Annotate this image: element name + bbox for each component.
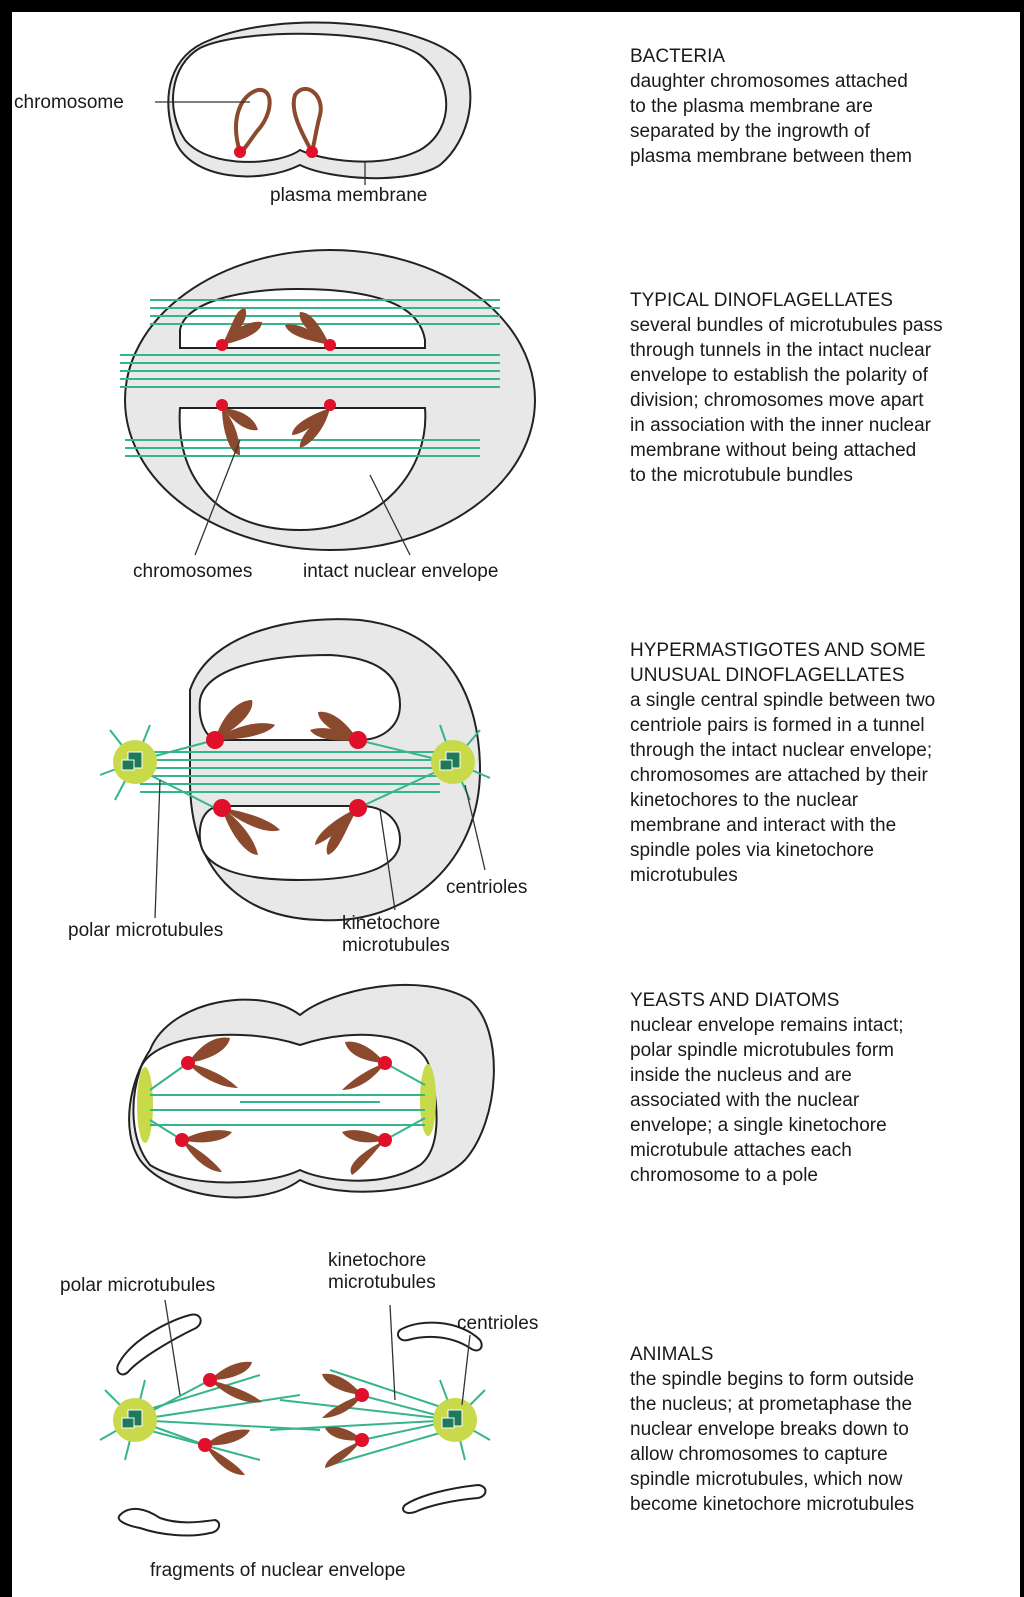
desc-hypermastigotes: HYPERMASTIGOTES AND SOME UNUSUAL DINOFLA… bbox=[630, 638, 1020, 888]
label-centrioles-1: centrioles bbox=[446, 877, 527, 899]
dinoflagellate-cell bbox=[120, 250, 535, 555]
hypermastigote-cell bbox=[100, 619, 490, 920]
desc-body: a single central spindle between two cen… bbox=[630, 688, 1020, 888]
animal-cell bbox=[100, 1300, 490, 1535]
yeast-diatom-cell bbox=[129, 985, 494, 1198]
label-kinetochore-microtubules-1: kinetochore microtubules bbox=[342, 913, 450, 957]
label-chromosomes: chromosomes bbox=[133, 561, 252, 583]
label-plasma-membrane: plasma membrane bbox=[270, 185, 427, 207]
label-polar-microtubules-2: polar microtubules bbox=[60, 1275, 215, 1297]
desc-animals: ANIMALS the spindle begins to form outsi… bbox=[630, 1342, 1020, 1517]
desc-title: ANIMALS bbox=[630, 1342, 1020, 1367]
desc-title: TYPICAL DINOFLAGELLATES bbox=[630, 288, 1020, 313]
desc-title: YEASTS AND DIATOMS bbox=[630, 988, 1020, 1013]
desc-body: daughter chromosomes attached to the pla… bbox=[630, 69, 1020, 169]
label-centrioles-2: centrioles bbox=[457, 1313, 538, 1335]
label-polar-microtubules-1: polar microtubules bbox=[68, 920, 223, 942]
desc-title: BACTERIA bbox=[630, 44, 1020, 69]
label-fragments: fragments of nuclear envelope bbox=[150, 1560, 406, 1582]
desc-title: HYPERMASTIGOTES AND SOME UNUSUAL DINOFLA… bbox=[630, 638, 1020, 688]
label-intact-nuclear-envelope: intact nuclear envelope bbox=[303, 561, 498, 583]
desc-body: several bundles of microtubules pass thr… bbox=[630, 313, 1020, 488]
bacteria-cell bbox=[155, 23, 470, 185]
desc-body: the spindle begins to form outside the n… bbox=[630, 1367, 1020, 1517]
desc-bacteria: BACTERIA daughter chromosomes attached t… bbox=[630, 44, 1020, 169]
desc-body: nuclear envelope remains intact; polar s… bbox=[630, 1013, 1020, 1188]
label-chromosome: chromosome bbox=[14, 92, 124, 114]
desc-dinoflagellates: TYPICAL DINOFLAGELLATES several bundles … bbox=[630, 288, 1020, 488]
desc-yeasts: YEASTS AND DIATOMS nuclear envelope rema… bbox=[630, 988, 1020, 1188]
label-kinetochore-microtubules-2: kinetochore microtubules bbox=[328, 1250, 436, 1294]
